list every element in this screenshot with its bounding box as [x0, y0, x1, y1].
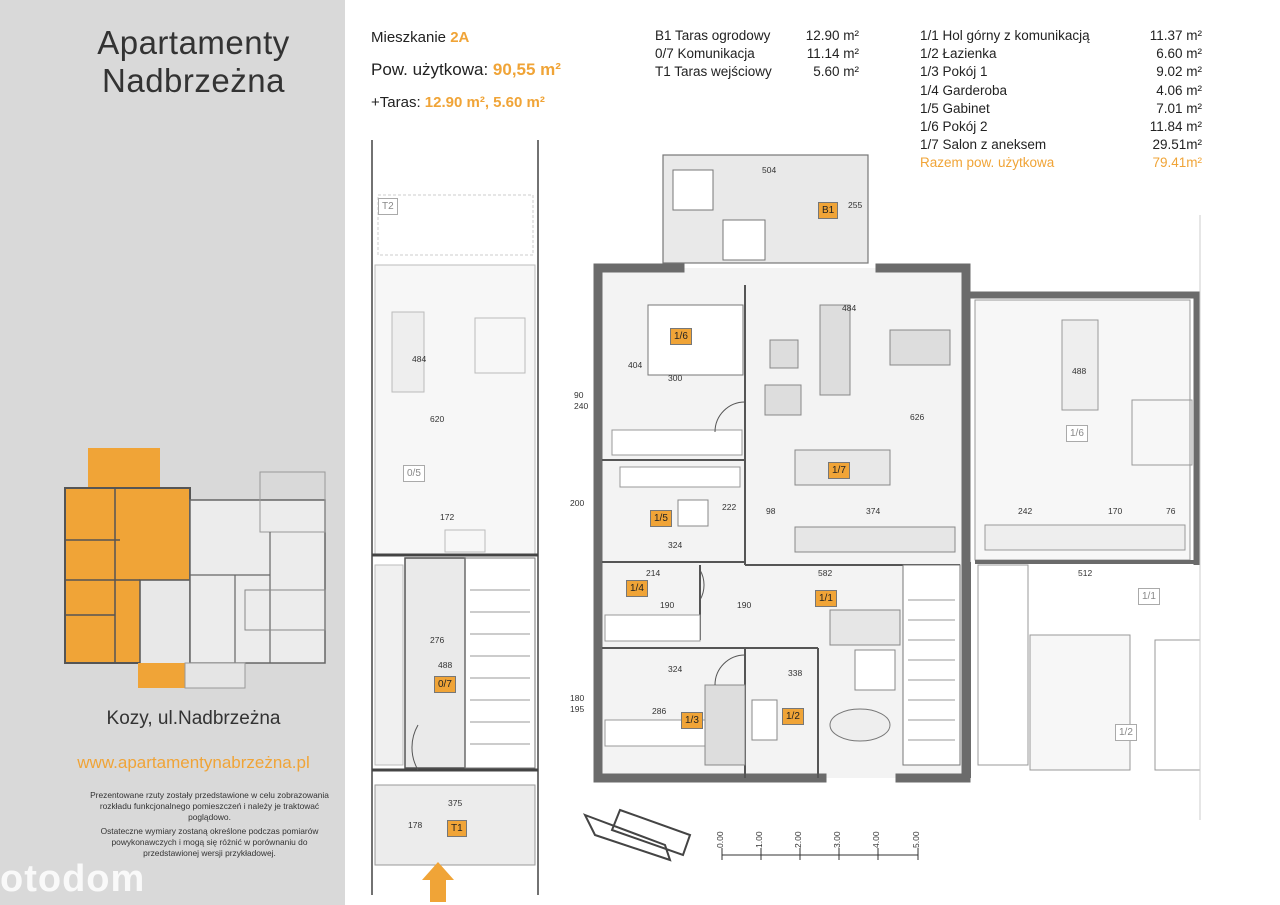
terrace-label: +Taras: — [371, 94, 421, 111]
dimension: 190 — [737, 600, 752, 610]
dimension: 76 — [1166, 506, 1176, 516]
dimension: 626 — [910, 412, 925, 422]
title-line-1: Apartamenty — [97, 24, 290, 61]
dimension: 240 — [574, 401, 589, 411]
dimension: 375 — [448, 798, 463, 808]
room-tag-1-6: 1/6 — [670, 328, 692, 345]
room-tag-gray-1-6: 1/6 — [1066, 425, 1088, 442]
watermark-logo: otodom — [0, 858, 146, 900]
dimension: 504 — [762, 165, 777, 175]
area-label: Pow. użytkowa: — [371, 60, 489, 79]
dimension: 180 — [570, 693, 585, 703]
ground-floor-plan — [371, 140, 539, 895]
dimension: 200 — [570, 498, 585, 508]
room-tag-1-2: 1/2 — [782, 708, 804, 725]
location-text: Kozy, ul.Nadbrzeżna — [106, 708, 281, 729]
terrace-value: 12.90 m², 5.60 m² — [424, 94, 545, 111]
room-tag-1-7: 1/7 — [828, 462, 850, 479]
room-tag-1-4: 1/4 — [626, 580, 648, 597]
north-arrow — [582, 808, 692, 862]
scale-tick: 3.00 — [832, 831, 842, 848]
upper-floor-plan — [593, 154, 971, 783]
room-tag-0-7: 0/7 — [434, 676, 456, 693]
dimension: 512 — [1078, 568, 1093, 578]
scale-bar — [721, 848, 919, 860]
disclaimer-2: Ostateczne wymiary zostaną określone pod… — [100, 826, 319, 858]
apartment-label: Mieszkanie — [371, 29, 447, 46]
floor-plan — [371, 140, 1201, 902]
dimension: 276 — [430, 635, 445, 645]
room-tag-1-5: 1/5 — [650, 510, 672, 527]
website-link[interactable]: www.apartamentynabrzeżna.pl — [77, 753, 310, 772]
entrance-arrow — [422, 862, 454, 902]
room-tag-1-3: 1/3 — [681, 712, 703, 729]
dimension: 338 — [788, 668, 803, 678]
terrace-area: +Taras: 12.90 m², 5.60 m² — [371, 94, 545, 111]
dimension: 488 — [1072, 366, 1087, 376]
dimension: 484 — [412, 354, 427, 364]
scale-tick: 0.00 — [715, 831, 725, 848]
room-tag-gray-1-2: 1/2 — [1115, 724, 1137, 741]
scale-tick: 5.00 — [911, 831, 921, 848]
dimension: 484 — [842, 303, 857, 313]
dimension: 255 — [848, 200, 863, 210]
dimension: 324 — [668, 540, 683, 550]
title-line-2: Nadbrzeżna — [102, 62, 285, 99]
dimension: 404 — [628, 360, 643, 370]
dimension: 170 — [1108, 506, 1123, 516]
apartment-number: Mieszkanie 2A — [371, 29, 469, 46]
dimension: 242 — [1018, 506, 1033, 516]
room-tag-0-5: 0/5 — [403, 465, 425, 482]
dimension: 178 — [408, 820, 423, 830]
dimension: 324 — [668, 664, 683, 674]
dimension: 222 — [722, 502, 737, 512]
room-tag-b1: B1 — [818, 202, 839, 219]
sidebar-panel: Apartamenty Nadbrzeżna Kozy, ul.Nadbrzeż… — [0, 0, 345, 905]
scale-tick: 2.00 — [793, 831, 803, 848]
dimension: 195 — [570, 704, 585, 714]
scale-tick: 4.00 — [871, 831, 881, 848]
dimension: 374 — [866, 506, 881, 516]
disclaimer-1: Prezentowane rzuty zostały przedstawione… — [90, 790, 329, 822]
neighbour-plan — [965, 215, 1201, 820]
key-plan-thumbnail — [64, 448, 326, 689]
room-tag-t1: T1 — [447, 820, 467, 837]
room-tag-t2: T2 — [378, 198, 398, 215]
dimension: 300 — [668, 373, 683, 383]
dimension: 190 — [660, 600, 675, 610]
dimension: 214 — [646, 568, 661, 578]
dimension: 286 — [652, 706, 667, 716]
room-tag-1-1: 1/1 — [815, 590, 837, 607]
apartment-value: 2A — [450, 29, 470, 46]
room-tag-gray-1-1: 1/1 — [1138, 588, 1160, 605]
dimension: 98 — [766, 506, 776, 516]
dimension: 620 — [430, 414, 445, 424]
dimension: 582 — [818, 568, 833, 578]
project-title: Apartamenty Nadbrzeżna — [0, 24, 387, 100]
usable-area: Pow. użytkowa: 90,55 m² — [371, 60, 561, 80]
dimension: 90 — [574, 390, 584, 400]
area-value: 90,55 m² — [492, 60, 561, 79]
dimension: 172 — [440, 512, 455, 522]
dimension: 488 — [438, 660, 453, 670]
scale-tick: 1.00 — [754, 831, 764, 848]
